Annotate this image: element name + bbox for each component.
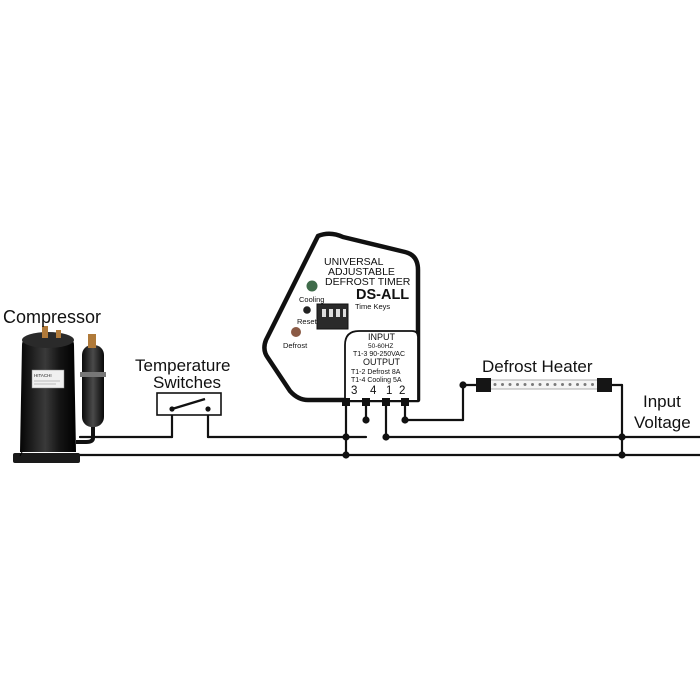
wiring	[78, 381, 700, 459]
heater-right-cap	[597, 378, 612, 392]
temperature-switch	[156, 392, 222, 416]
junction-dot	[618, 433, 626, 441]
input-range: T1-3 90-250VAC	[353, 351, 405, 358]
heater-coil-segment	[576, 383, 579, 386]
input-frequency: 50-60HZ	[368, 343, 393, 350]
heater-coil-segment	[568, 383, 572, 386]
heater-coil-segment	[553, 383, 557, 386]
terminal-label-1: 1	[386, 385, 392, 397]
compressor-label: Compressor	[3, 307, 101, 327]
terminal-post	[342, 398, 350, 406]
terminal-post	[362, 398, 370, 406]
cooling-label: Cooling	[299, 295, 324, 304]
terminal-post	[382, 398, 390, 406]
output-defrost-line: T1-2 Defrost 8A	[351, 369, 401, 376]
heater-left-cap	[476, 378, 491, 392]
output-cooling-line: T1-4 Cooling 5A	[351, 377, 402, 384]
input-voltage-label-line1: Input	[643, 392, 681, 411]
junction-dot	[382, 433, 390, 441]
heater-coil-segment	[516, 383, 519, 386]
heater-coil-segment	[531, 383, 534, 386]
timer-title-line2: ADJUSTABLE	[328, 266, 395, 278]
cooling-led	[306, 280, 318, 292]
junction-dot	[342, 433, 350, 441]
heater-coil-segment	[523, 383, 527, 386]
heater-coil-segment	[538, 383, 542, 386]
junction-dot	[362, 416, 370, 424]
defrost-heater	[476, 378, 612, 392]
timer-title-line1: UNIVERSAL	[324, 256, 384, 268]
junction-dot	[618, 451, 626, 459]
time-keys-label: Time Keys	[355, 302, 390, 311]
heater-coil-segment	[493, 383, 497, 386]
heater-coil-segment	[508, 383, 512, 386]
input-heading: INPUT	[368, 332, 396, 342]
timer-model: DS-ALL	[356, 287, 409, 303]
spec-panel	[344, 330, 419, 400]
terminal-label-2: 2	[399, 385, 405, 397]
heater-coil-segment	[591, 383, 594, 386]
terminal-label-3: 3	[351, 385, 357, 397]
heater-coil-segment	[561, 383, 564, 386]
heater-coil	[493, 383, 594, 386]
heater-coil-segment	[583, 383, 587, 386]
input-voltage-label-line2: Voltage	[634, 413, 691, 432]
junction-dot	[401, 416, 409, 424]
reset-label: Reset	[297, 317, 318, 326]
timer-title-line3: DEFROST TIMER	[325, 276, 411, 288]
switch-lever	[171, 397, 206, 411]
defrost-heater-label: Defrost Heater	[482, 357, 593, 376]
terminal-label-4: 4	[370, 385, 377, 397]
junction-dot	[342, 451, 350, 459]
temperature-switches-label-line2: Switches	[153, 373, 221, 392]
defrost-led	[291, 327, 301, 337]
reset-button[interactable]	[303, 306, 311, 314]
heater-coil-segment	[501, 383, 504, 386]
switch-contact	[205, 406, 211, 412]
heater-coil-segment	[546, 383, 549, 386]
output-heading: OUTPUT	[363, 357, 401, 367]
temperature-switches-label-line1: Temperature	[135, 356, 230, 375]
terminal-post	[401, 398, 409, 406]
compressor-badge: HITACHI	[34, 373, 52, 378]
defrost-label: Defrost	[283, 341, 308, 350]
defrost-timer: UNIVERSAL ADJUSTABLE DEFROST TIMER DS-AL…	[262, 231, 421, 406]
junction-dot	[459, 381, 467, 389]
compressor-illustration: HITACHI	[13, 326, 106, 463]
